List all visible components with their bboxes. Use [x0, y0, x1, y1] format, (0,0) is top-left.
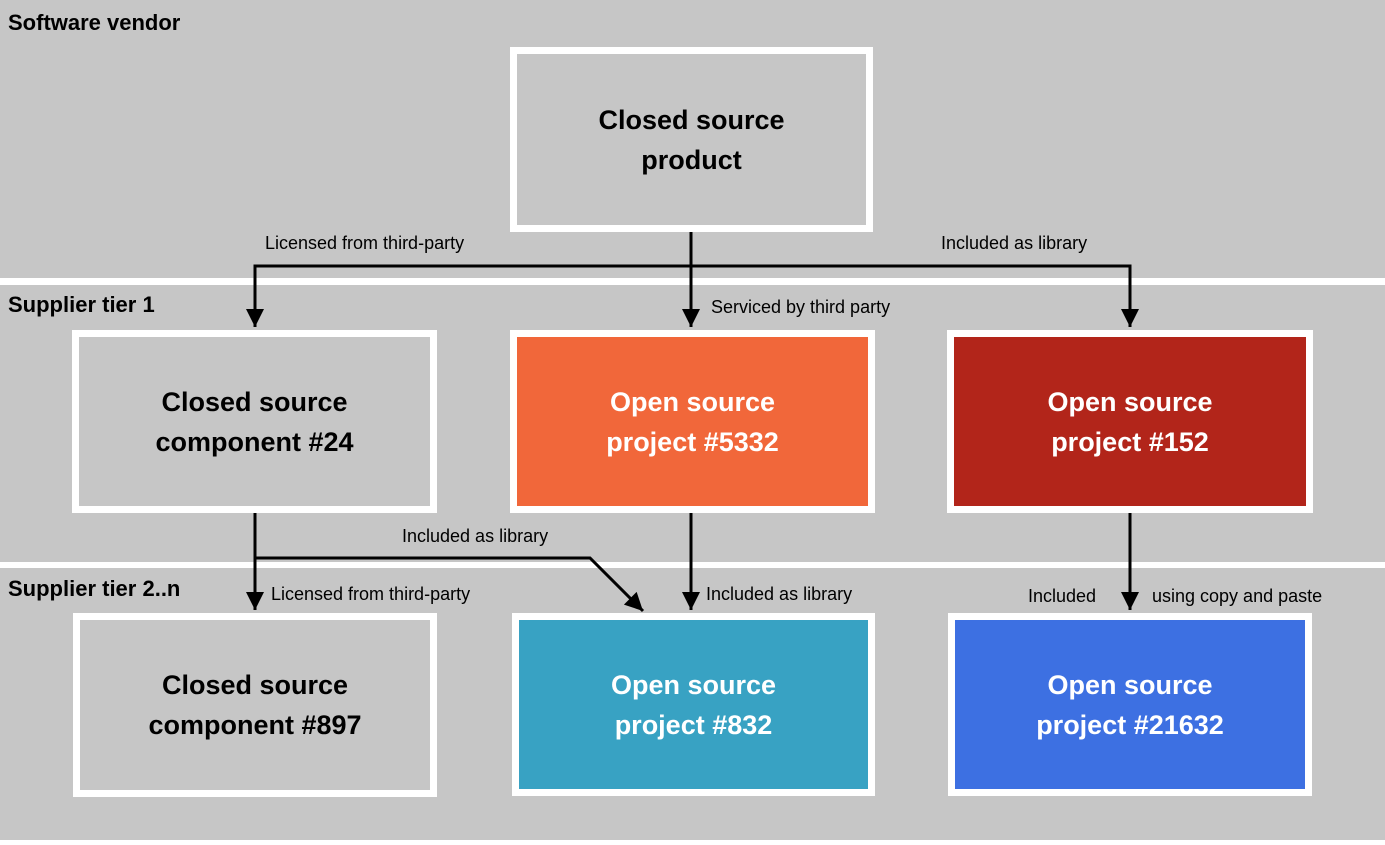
node-label-closed-source-component-24: Closed source component #24: [155, 382, 353, 462]
band-label-supplier-tier-2n: Supplier tier 2..n: [8, 576, 181, 601]
node-label-open-source-project-5332: Open source project #5332: [606, 382, 779, 462]
edge-label-serviced-by-third-party: Serviced by third party: [711, 297, 891, 317]
node-open-source-project-152: Open source project #152: [947, 330, 1313, 513]
band-label-software-vendor: Software vendor: [8, 10, 181, 35]
node-title-line1: Open source: [1047, 669, 1213, 700]
edge-label-licensed-from-third-party-top: Licensed from third-party: [265, 233, 465, 253]
edge-label-included-as-library-mid: Included as library: [402, 526, 549, 546]
node-title-line1: Closed source: [598, 104, 785, 135]
node-title-line2: project #5332: [606, 426, 779, 457]
edge-label-included-copy-paste-left: Included: [1028, 586, 1097, 606]
node-title-line1: Closed source: [161, 670, 349, 700]
node-label-closed-source-product: Closed source product: [598, 100, 784, 180]
node-open-source-project-21632: Open source project #21632: [948, 613, 1312, 796]
node-title-line2: project #21632: [1036, 709, 1224, 740]
node-open-source-project-832: Open source project #832: [512, 613, 875, 796]
node-title-line2: component #24: [155, 426, 354, 457]
node-title-line1: Open source: [609, 386, 776, 417]
node-title-line2: component #897: [148, 710, 362, 740]
edge-label-included-as-library-top: Included as library: [941, 233, 1088, 253]
node-label-open-source-project-832: Open source project #832: [611, 665, 776, 745]
edge-label-included-copy-paste-right: using copy and paste: [1152, 586, 1323, 606]
node-title-line2: project #152: [1051, 426, 1209, 457]
band-label-supplier-tier-1: Supplier tier 1: [8, 292, 155, 317]
node-label-closed-source-component-897: Closed source component #897: [148, 665, 361, 745]
node-title-line1: Closed source: [161, 386, 348, 417]
node-label-open-source-project-152: Open source project #152: [1047, 382, 1212, 462]
edge-label-licensed-from-third-party-bottom: Licensed from third-party: [271, 584, 471, 604]
edge-label-included-as-library-bottom: Included as library: [706, 584, 853, 604]
node-closed-source-component-24: Closed source component #24: [72, 330, 437, 513]
node-title-line2: project #832: [614, 709, 773, 740]
node-closed-source-component-897: Closed source component #897: [73, 613, 437, 797]
node-closed-source-product: Closed source product: [510, 47, 873, 232]
node-label-open-source-project-21632: Open source project #21632: [1036, 665, 1224, 745]
node-open-source-project-5332: Open source project #5332: [510, 330, 875, 513]
node-title-line1: Open source: [1047, 386, 1213, 417]
node-title-line1: Open source: [610, 669, 777, 700]
node-title-line2: product: [641, 144, 742, 175]
